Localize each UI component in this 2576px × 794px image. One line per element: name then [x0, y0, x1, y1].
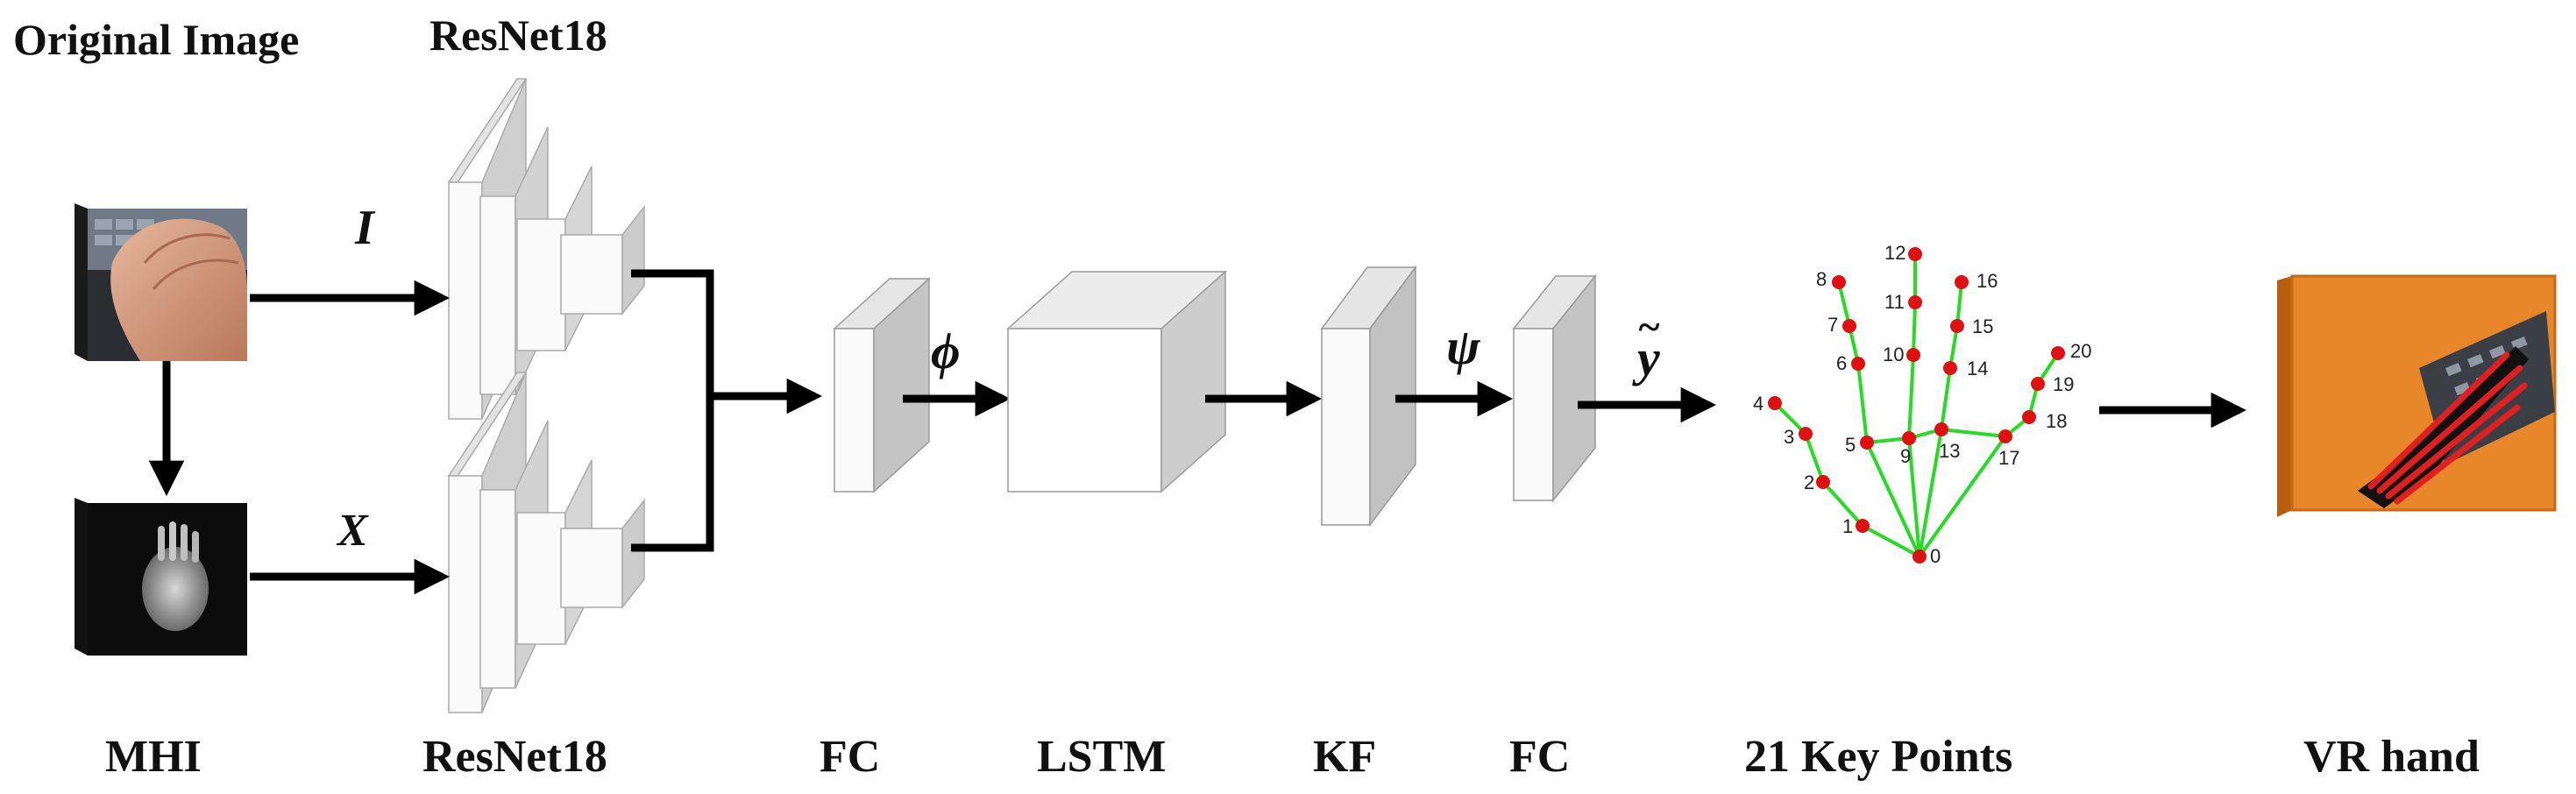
kp-num-18: 18: [2046, 410, 2067, 432]
keypoint-9: [1902, 431, 1916, 445]
merge-connector: [631, 269, 815, 552]
keypoint-numbers: 0 1 2 3 4 5 6 7 8 9 10 11 12 13 14 15 16…: [1753, 242, 2091, 567]
kp-num-3: 3: [1784, 426, 1794, 448]
keypoint-dots: [1768, 247, 2065, 564]
symbol-I: I: [354, 201, 376, 255]
symbol-psi: ψ: [1446, 318, 1481, 375]
kp-num-20: 20: [2070, 340, 2091, 362]
keypoint-10: [1906, 348, 1920, 362]
keypoint-11: [1908, 295, 1922, 309]
kp-num-14: 14: [1967, 358, 1988, 379]
resnet-bottom-label: ResNet18: [422, 732, 607, 782]
keypoint-18: [2022, 410, 2036, 424]
kp-num-10: 10: [1883, 344, 1904, 365]
keypoint-13: [1934, 422, 1948, 436]
keypoint-3: [1799, 427, 1813, 441]
kp-num-0: 0: [1930, 545, 1941, 567]
kp-num-9: 9: [1900, 445, 1911, 467]
original-image-thumbnail: [75, 203, 247, 361]
vr-hand-render: [2277, 274, 2557, 517]
kp-num-15: 15: [1972, 315, 1993, 337]
kp-num-2: 2: [1804, 471, 1814, 493]
fc1-block: [833, 277, 931, 493]
symbol-y-tilde: y: [1632, 330, 1660, 386]
kp-num-1: 1: [1842, 515, 1853, 537]
keypoint-16: [1955, 275, 1969, 289]
mhi-label: MHI: [105, 732, 202, 782]
keypoints-label: 21 Key Points: [1744, 732, 2012, 782]
keypoint-2: [1816, 475, 1830, 489]
keypoint-14: [1943, 361, 1957, 375]
lstm-block: [1006, 270, 1227, 493]
fc2-label: FC: [1509, 732, 1570, 782]
resnet18-top-block: [447, 78, 645, 420]
keypoint-5: [1860, 436, 1874, 450]
resnet18-bottom-block: [447, 372, 645, 713]
kp-num-11: 11: [1884, 291, 1905, 313]
kp-num-12: 12: [1884, 242, 1905, 264]
kp-num-7: 7: [1827, 314, 1838, 336]
keypoint-1: [1856, 519, 1870, 533]
resnet-top-label: ResNet18: [429, 11, 607, 60]
keypoint-17: [1998, 429, 2012, 443]
symbol-phi: ϕ: [931, 323, 961, 379]
keypoint-7: [1842, 319, 1856, 333]
fc1-label: FC: [820, 732, 880, 782]
keypoint-0: [1912, 549, 1927, 564]
keypoint-19: [2031, 377, 2045, 391]
kp-num-8: 8: [1816, 268, 1827, 290]
kp-num-6: 6: [1836, 352, 1847, 374]
kf-label: KF: [1313, 732, 1376, 782]
keypoint-6: [1851, 357, 1865, 371]
fc2-block: [1512, 273, 1597, 503]
keypoint-12: [1908, 247, 1922, 261]
kp-num-13: 13: [1939, 440, 1960, 462]
keypoint-20: [2051, 346, 2065, 360]
mhi-thumbnail: [75, 498, 247, 656]
kp-num-16: 16: [1976, 270, 1998, 292]
vr-hand-label: VR hand: [2303, 732, 2480, 782]
kp-num-4: 4: [1753, 393, 1763, 415]
keypoint-4: [1768, 396, 1782, 410]
hand-keypoints-skeleton: 0 1 2 3 4 5 6 7 8 9 10 11 12 13 14 15 16…: [1753, 242, 2091, 567]
symbol-tilde: ~: [1637, 304, 1660, 349]
kp-num-5: 5: [1845, 434, 1856, 456]
kp-num-17: 17: [1998, 447, 2019, 469]
kf-block: [1320, 265, 1417, 528]
keypoint-15: [1950, 319, 1964, 333]
keypoint-8: [1832, 275, 1846, 289]
symbol-X: X: [336, 506, 369, 556]
lstm-label: LSTM: [1037, 732, 1166, 782]
kp-num-19: 19: [2053, 373, 2074, 395]
original-image-label: Original Image: [13, 15, 299, 64]
